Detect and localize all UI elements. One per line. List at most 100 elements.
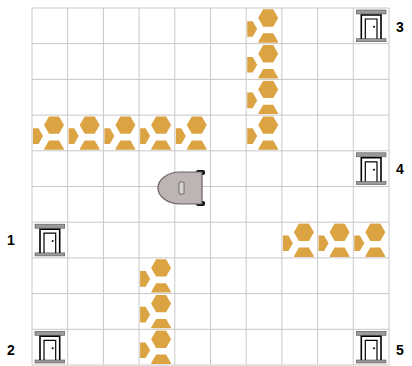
hexagon [69, 128, 79, 144]
hexagon [258, 81, 278, 98]
hexagon-group [140, 331, 171, 364]
obstacle-cell [61, 116, 100, 157]
door-leaf [365, 19, 377, 39]
obstacle-cell [239, 45, 278, 86]
hexagon [294, 224, 314, 241]
obstacle-cell [132, 295, 171, 336]
door-number: 3 [396, 19, 404, 35]
door-icon [35, 331, 65, 363]
hexagon [115, 140, 135, 149]
hexagon [258, 45, 278, 62]
grid-line [32, 186, 389, 187]
hexagon [151, 331, 171, 348]
hexagon-group [140, 295, 171, 328]
hexagon-group [176, 116, 207, 149]
hexagon [80, 140, 100, 149]
hexagon [258, 105, 278, 114]
hexagon [365, 224, 385, 241]
hexagon [319, 235, 329, 251]
robot-sensor [179, 182, 184, 194]
door-frame [40, 229, 60, 253]
obstacle-cell [239, 9, 278, 50]
obstacle-cell [25, 116, 64, 157]
door-icon [356, 10, 386, 42]
door-top-bar [356, 153, 386, 157]
hexagon [151, 283, 171, 292]
obstacle-cell [168, 116, 207, 157]
door-frame [40, 336, 60, 360]
hexagon [140, 343, 150, 359]
hexagon [151, 295, 171, 312]
hexagon [44, 116, 64, 133]
hexagon [140, 271, 150, 287]
hexagon-group [69, 116, 100, 149]
hexagon-group [354, 224, 385, 257]
door-bottom-bar [35, 253, 65, 256]
grid-line [246, 8, 247, 365]
hexagon-group [247, 9, 278, 42]
hexagon-group [140, 259, 171, 292]
robot-icon [158, 170, 205, 206]
hexagon [140, 307, 150, 323]
door-knob [373, 26, 375, 28]
hexagon [247, 57, 257, 73]
hexagon [151, 355, 171, 364]
hexagon [176, 128, 186, 144]
hexagon [187, 140, 207, 149]
obstacle-cell [346, 224, 385, 265]
grid-line [32, 222, 389, 223]
grid-line [32, 257, 389, 258]
door-icon [35, 224, 65, 256]
door-frame [361, 15, 381, 39]
grid-line [281, 8, 282, 365]
hexagon [140, 128, 150, 144]
hexagon [258, 9, 278, 26]
grid-line [389, 8, 390, 365]
hexagon [294, 248, 314, 257]
grid-line [32, 365, 389, 366]
door-bottom-bar [356, 39, 386, 42]
obstacle-cell [132, 331, 171, 366]
hexagon-group [104, 116, 135, 149]
door-bottom-bar [356, 182, 386, 185]
hexagon [258, 116, 278, 133]
hexagon [330, 248, 350, 257]
hexagon [247, 21, 257, 37]
hexagon-group [247, 81, 278, 114]
hexagon [354, 235, 364, 251]
door-knob [373, 347, 375, 349]
hexagon [115, 116, 135, 133]
door-leaf [44, 233, 56, 253]
door-top-bar [356, 10, 386, 14]
hexagon [151, 140, 171, 149]
hexagon [151, 319, 171, 328]
hexagon [151, 259, 171, 276]
hexagon [187, 116, 207, 133]
hexagon [80, 116, 100, 133]
door-knob [52, 347, 54, 349]
hexagon-group [140, 116, 171, 149]
hexagon [330, 224, 350, 241]
hexagon [151, 116, 171, 133]
hexagon [247, 128, 257, 144]
door-icon [356, 331, 386, 363]
door-number: 2 [7, 342, 15, 358]
door-top-bar [356, 331, 386, 335]
hexagon [247, 93, 257, 109]
obstacle-cell [132, 116, 171, 157]
hexagon-group [247, 45, 278, 78]
door-knob [52, 240, 54, 242]
hexagon [365, 248, 385, 257]
hexagon-group [319, 224, 350, 257]
robot-body [158, 172, 202, 204]
door-knob [373, 169, 375, 171]
door-bottom-bar [35, 360, 65, 363]
hexagon [44, 140, 64, 149]
door-icon [356, 153, 386, 185]
grid-line [32, 329, 389, 330]
door-top-bar [35, 224, 65, 228]
hexagon [104, 128, 114, 144]
door-leaf [44, 340, 56, 360]
